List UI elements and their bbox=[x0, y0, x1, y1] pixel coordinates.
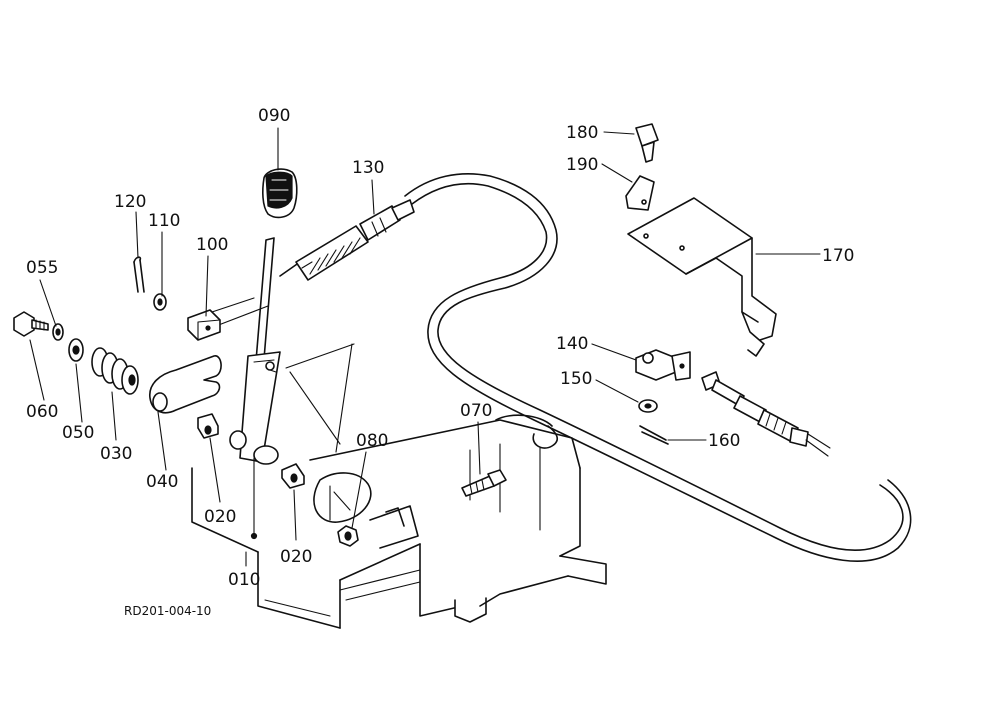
callout-180: 180 bbox=[566, 123, 598, 143]
callout-130: 130 bbox=[352, 158, 384, 178]
callout-labels: 090 130 120 110 100 055 060 050 030 040 … bbox=[26, 106, 854, 618]
split-pin-120 bbox=[133, 256, 145, 293]
callout-020-right: 020 bbox=[280, 547, 312, 567]
throttle-lever bbox=[239, 237, 281, 540]
washer-150 bbox=[638, 399, 658, 413]
spring-030 bbox=[91, 347, 139, 395]
throttle-cable bbox=[404, 173, 912, 562]
cable-bracket-140 bbox=[635, 349, 691, 381]
callout-080: 080 bbox=[356, 431, 388, 451]
callout-150: 150 bbox=[560, 369, 592, 389]
friction-plate-040 bbox=[149, 355, 222, 414]
callout-010: 010 bbox=[228, 570, 260, 590]
lock-washer-055 bbox=[52, 323, 64, 341]
cable-housing-130 bbox=[279, 199, 415, 281]
linkage-bars bbox=[211, 297, 355, 453]
callout-110: 110 bbox=[148, 211, 180, 231]
base-housing bbox=[191, 414, 607, 629]
bushing-020-b bbox=[281, 463, 305, 489]
bolt-070 bbox=[461, 469, 507, 497]
bolt-060 bbox=[13, 311, 49, 337]
callout-090: 090 bbox=[258, 106, 290, 126]
callout-070: 070 bbox=[460, 401, 492, 421]
bushing-020-a bbox=[197, 413, 219, 439]
callout-170: 170 bbox=[822, 246, 854, 266]
callout-060: 060 bbox=[26, 402, 58, 422]
leader-lines bbox=[29, 127, 821, 567]
cotter-pin-160 bbox=[639, 425, 669, 445]
bracket-170 bbox=[627, 197, 777, 357]
callout-020-left: 020 bbox=[204, 507, 236, 527]
drawing-code: RD201-004-10 bbox=[124, 604, 211, 618]
callout-040: 040 bbox=[146, 472, 178, 492]
callout-055: 055 bbox=[26, 258, 58, 278]
washer-110 bbox=[153, 293, 167, 311]
callout-050: 050 bbox=[62, 423, 94, 443]
lever-knob-090 bbox=[262, 168, 298, 219]
washer-050 bbox=[68, 338, 84, 362]
block-100 bbox=[187, 309, 221, 341]
callout-160: 160 bbox=[708, 431, 740, 451]
grommet-180 bbox=[635, 123, 659, 163]
nut-080 bbox=[337, 525, 359, 547]
callout-190: 190 bbox=[566, 155, 598, 175]
callout-030: 030 bbox=[100, 444, 132, 464]
cable-end-fitting bbox=[701, 371, 831, 457]
shaft-end bbox=[229, 430, 247, 450]
callout-100: 100 bbox=[196, 235, 228, 255]
callout-140: 140 bbox=[556, 334, 588, 354]
clip-190 bbox=[625, 175, 655, 211]
callout-120: 120 bbox=[114, 192, 146, 212]
